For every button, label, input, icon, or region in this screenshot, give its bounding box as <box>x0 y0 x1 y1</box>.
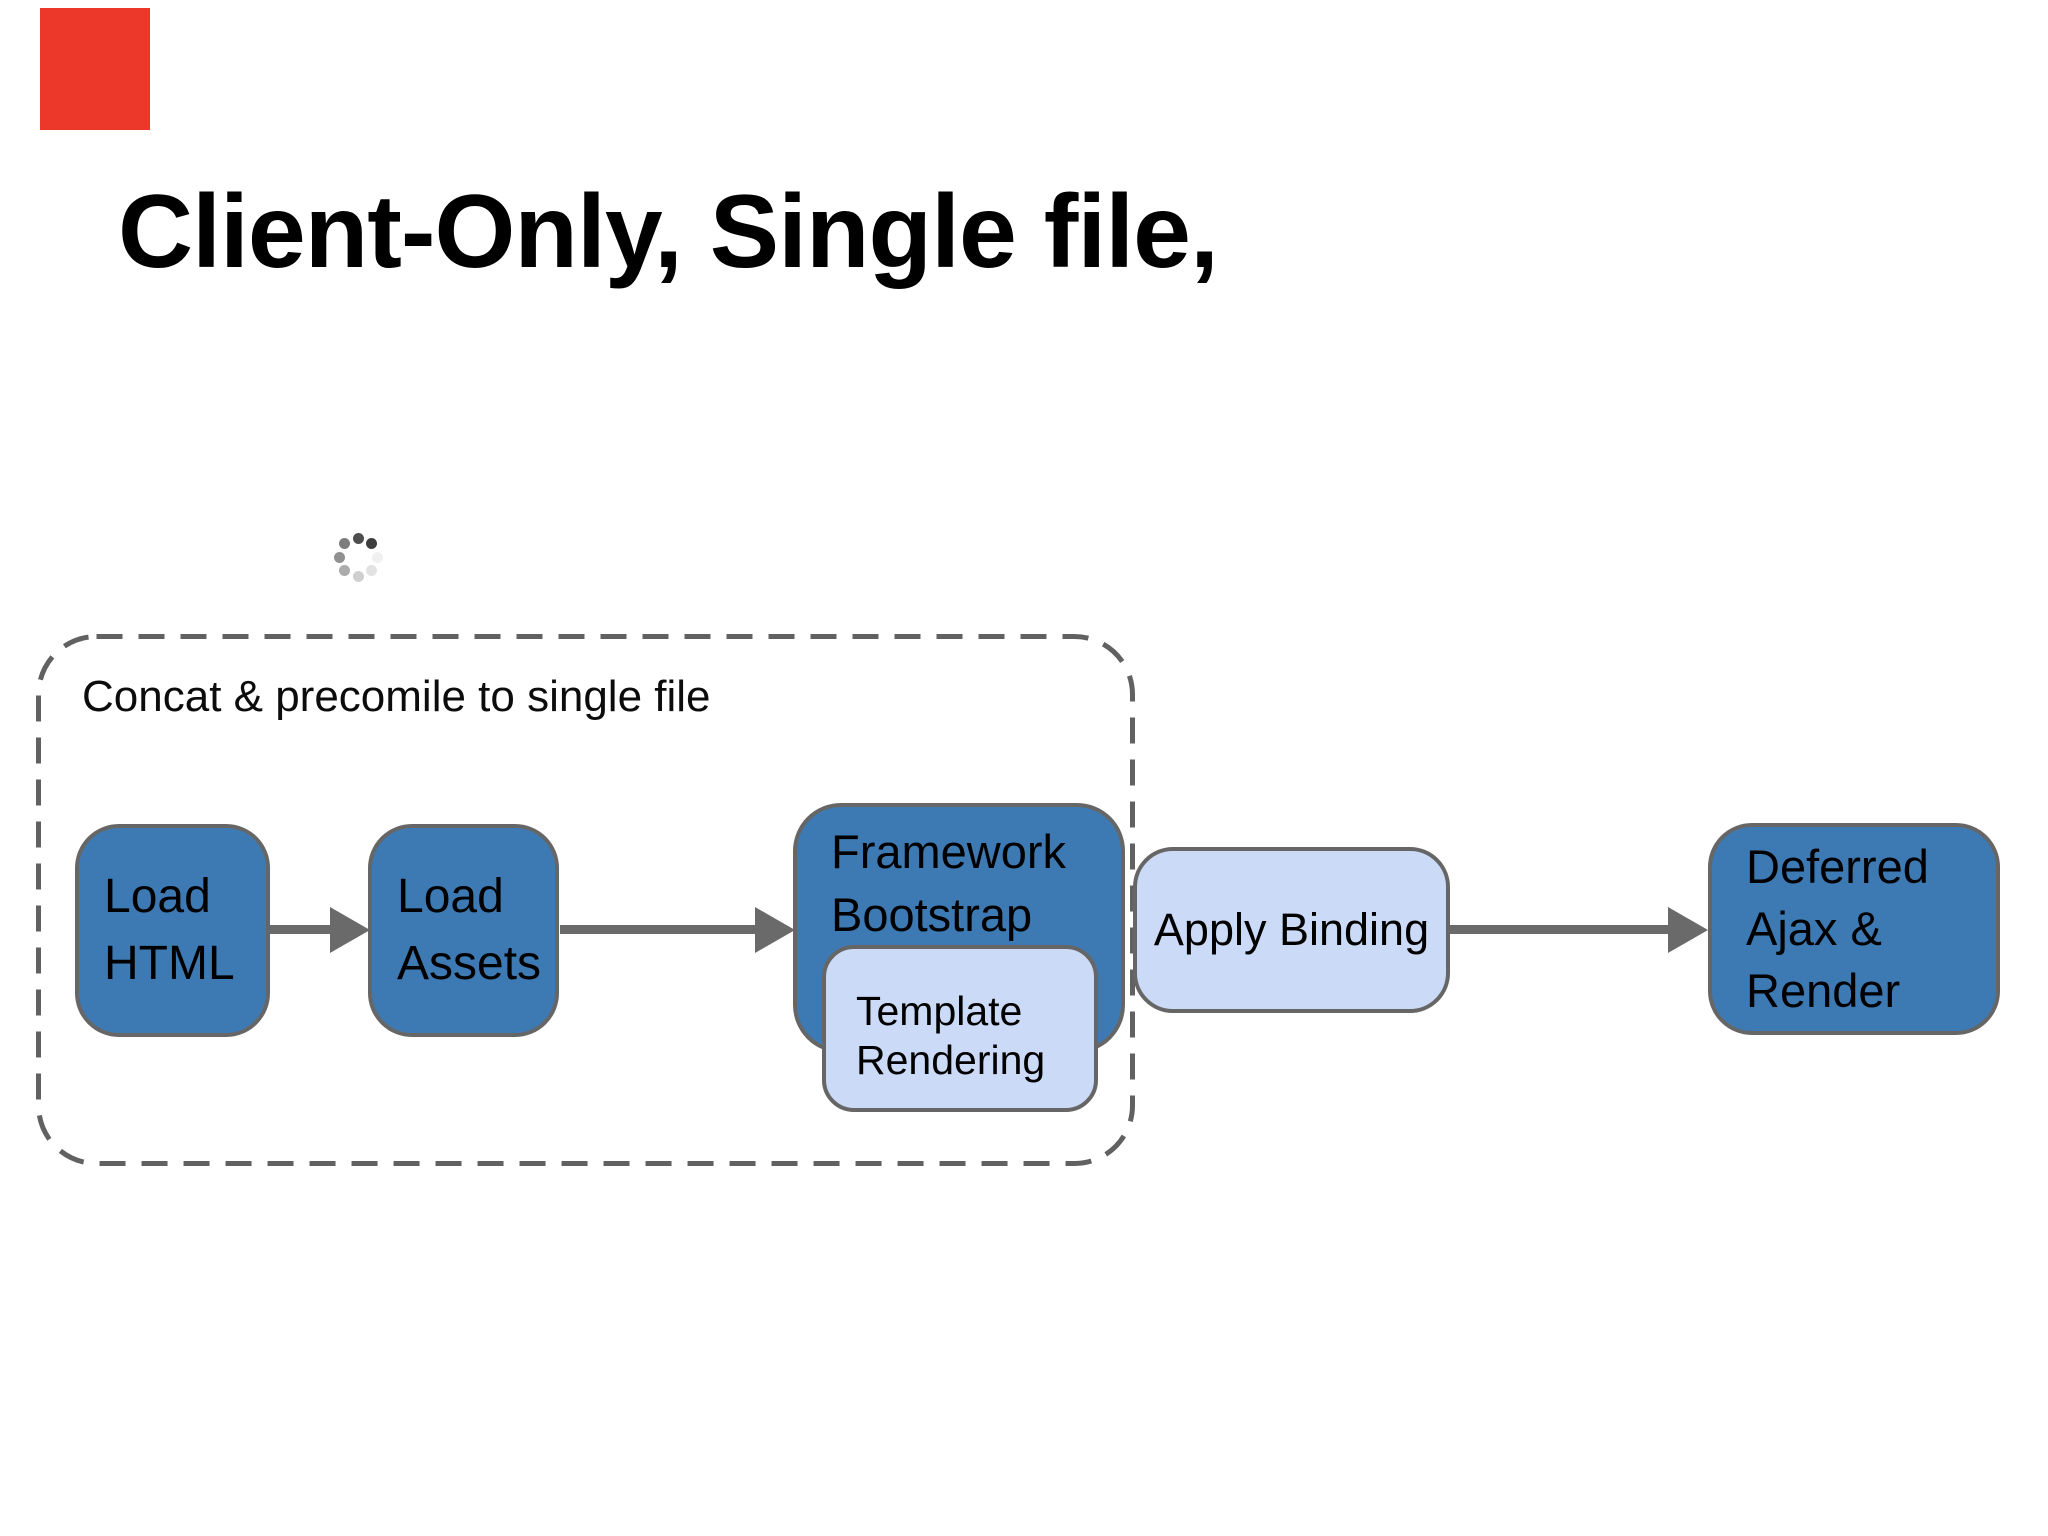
spinner-dot <box>365 564 377 576</box>
red-marker <box>40 8 150 130</box>
spinner-dot <box>371 551 383 563</box>
page-title: Client-Only, Single file, <box>118 174 1219 290</box>
node-deferred-ajax-render: Deferred Ajax & Render <box>1708 823 2000 1035</box>
spinner-dot <box>339 564 351 576</box>
spinner-dot <box>365 538 377 550</box>
arrow-shaft <box>1450 925 1670 934</box>
spinner-dot <box>352 532 364 544</box>
node-load-assets: Load Assets <box>368 824 559 1037</box>
node-deferred-line3: Render <box>1746 964 1901 1018</box>
node-deferred-line2: Ajax & <box>1746 901 1882 955</box>
node-load-assets-line1: Load <box>397 870 504 924</box>
arrow-shaft <box>560 925 757 934</box>
node-load-html-line1: Load <box>104 870 211 924</box>
spinner-dot <box>339 538 351 550</box>
node-template-rendering: Template Rendering <box>822 945 1098 1112</box>
arrow-head-icon <box>330 907 370 953</box>
node-deferred-line1: Deferred <box>1746 839 1929 893</box>
node-template-line2: Rendering <box>856 1037 1046 1084</box>
node-apply-binding-label: Apply Binding <box>1153 904 1430 955</box>
arrow-head-icon <box>1668 907 1708 953</box>
node-apply-binding: Apply Binding <box>1133 847 1450 1013</box>
node-framework-line2: Bootstrap <box>831 887 1033 941</box>
spinner-dot <box>352 570 364 582</box>
node-load-html: Load HTML <box>75 824 270 1037</box>
node-template-line1: Template <box>856 988 1023 1034</box>
arrow-head-icon <box>755 907 795 953</box>
arrow-shaft <box>270 925 332 934</box>
loading-spinner-icon <box>330 529 386 585</box>
concat-group-label: Concat & precomile to single file <box>82 672 711 721</box>
node-framework-line1: Framework <box>831 825 1067 878</box>
node-load-html-line2: HTML <box>104 936 235 990</box>
node-load-assets-line2: Assets <box>397 936 542 990</box>
spinner-dot <box>333 551 345 563</box>
